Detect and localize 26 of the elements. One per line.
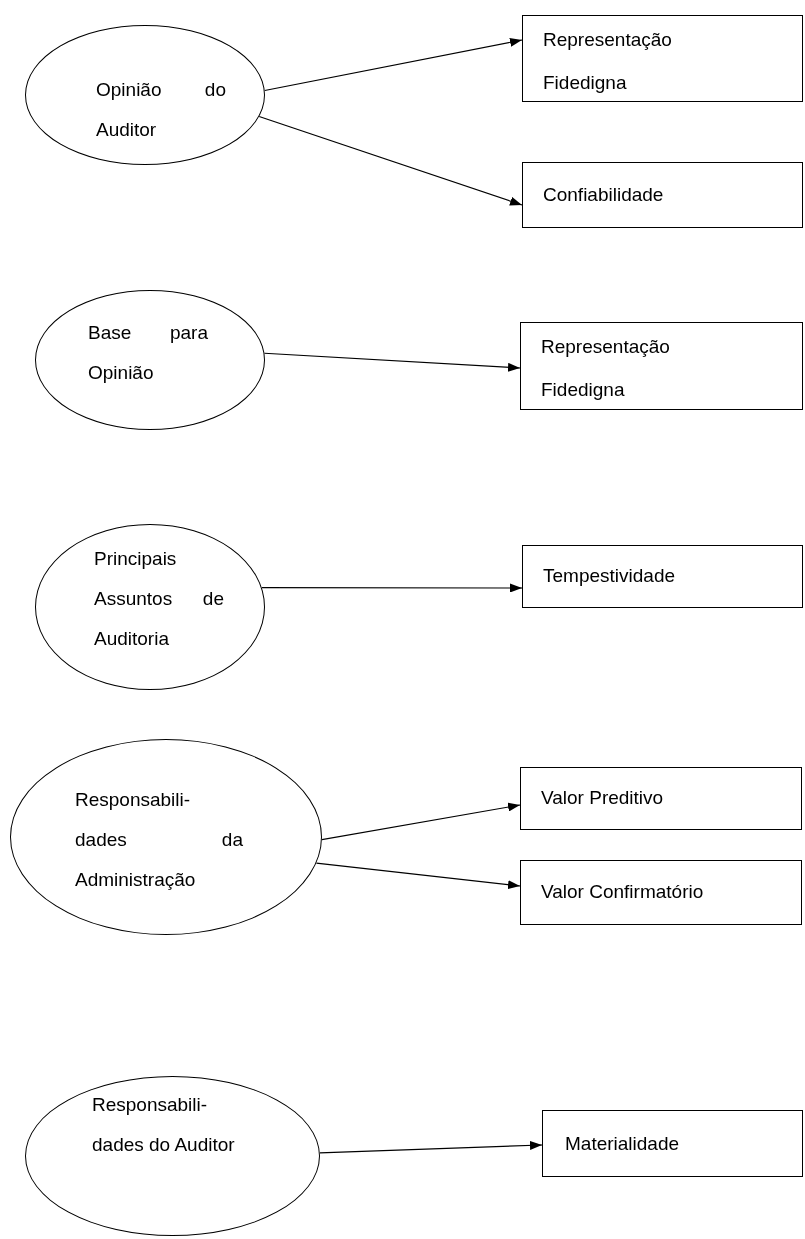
node-label: Valor Preditivo <box>541 786 665 810</box>
arrow <box>258 115 523 207</box>
node-label: Base para Opinião <box>88 321 208 385</box>
node-label: Responsabili- dades da Administração <box>75 788 243 892</box>
process-box <box>522 545 803 608</box>
node-label: Opinião do Auditor <box>96 78 226 142</box>
process-box <box>520 767 802 830</box>
arrow <box>263 352 521 372</box>
node-label: Valor Confirmatório <box>541 880 705 904</box>
node-label: Principais Assuntos de Auditoria <box>94 547 224 651</box>
node-label: Responsabili- dades do Auditor <box>92 1093 236 1157</box>
process-box <box>522 162 803 228</box>
arrow <box>321 802 521 841</box>
process-box <box>520 860 802 925</box>
process-box <box>520 322 803 410</box>
arrow <box>319 1140 543 1154</box>
arrow <box>261 583 523 593</box>
node-label: Representação Fidedigna <box>541 335 671 402</box>
arrow <box>315 862 521 890</box>
process-box <box>542 1110 803 1177</box>
node-label: Materialidade <box>565 1132 681 1156</box>
node-label: Confiabilidade <box>543 183 665 207</box>
arrow <box>264 37 523 92</box>
node-label: Representação Fidedigna <box>543 28 673 95</box>
node-label: Tempestividade <box>543 564 677 588</box>
process-box <box>522 15 803 102</box>
